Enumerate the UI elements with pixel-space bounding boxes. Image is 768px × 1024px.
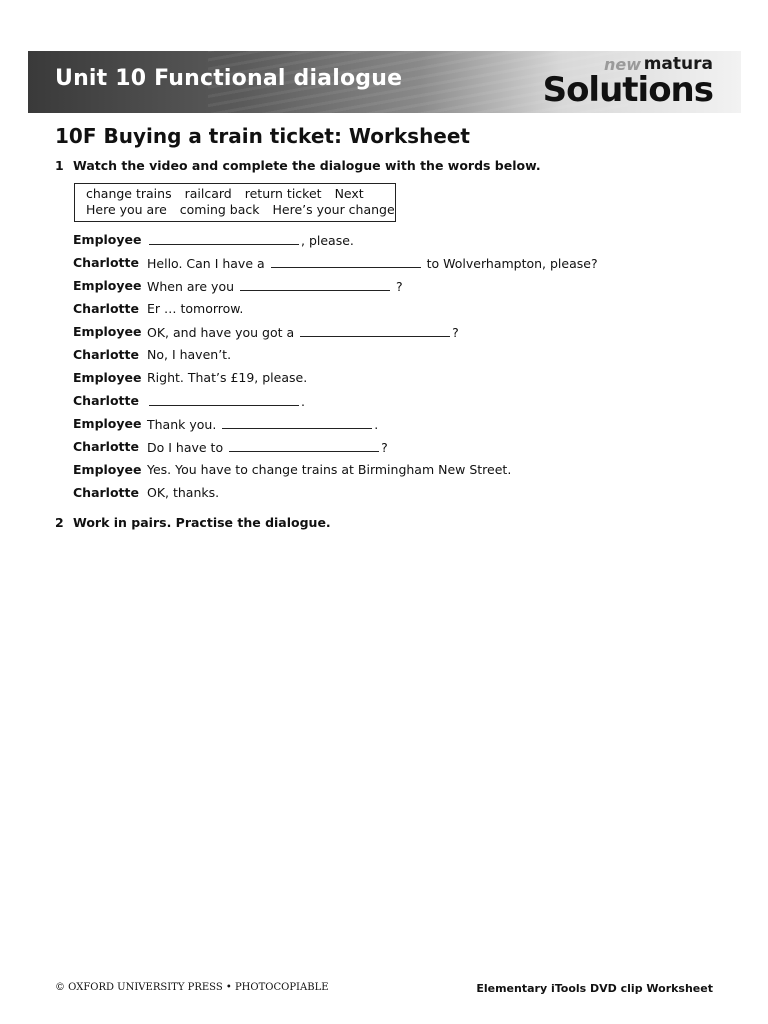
speaker-name: Charlotte <box>73 485 139 500</box>
dialogue-text: Hello. Can I have a to Wolverhampton, pl… <box>147 255 598 271</box>
text-after-blank: . <box>374 417 379 432</box>
text-after-blank: ? <box>381 440 388 455</box>
dialogue-text: , please. <box>147 232 354 248</box>
dialogue-text: Thank you. . <box>147 416 378 432</box>
word-box: change trains railcard return ticket Next H… <box>74 183 396 222</box>
task-2: 2 Work in pairs. Practise the dialogue. <box>55 515 331 530</box>
logo-new-text: new <box>603 55 641 74</box>
speaker-name: Charlotte <box>73 301 139 316</box>
word-item: Next <box>334 186 364 201</box>
text-before-blank: Thank you. <box>147 417 221 432</box>
text-before-blank: Hello. Can I have a <box>147 256 269 271</box>
banner-decoration <box>208 51 628 113</box>
speaker-name: Employee <box>73 278 142 293</box>
dialogue-text: Er … tomorrow. <box>147 301 244 316</box>
text-before-blank: Do I have to <box>147 440 228 455</box>
worksheet-title: 10F Buying a train ticket: Worksheet <box>55 124 470 148</box>
answer-blank[interactable] <box>149 232 299 245</box>
logo-solutions-text: Solutions <box>542 70 714 110</box>
word-item: railcard <box>184 186 232 201</box>
dialogue-text: . <box>147 393 305 409</box>
text-after-blank: . <box>301 394 305 409</box>
text-before-blank: When are you <box>147 279 238 294</box>
word-item: Here you are <box>86 202 167 217</box>
answer-blank[interactable] <box>229 439 380 452</box>
speaker-name: Charlotte <box>73 255 139 270</box>
dialogue-text: Yes. You have to change trains at Birmin… <box>147 462 512 477</box>
word-box-row-2: Here you are coming back Here’s your chang… <box>86 202 408 217</box>
word-item: Here’s your change <box>272 202 395 217</box>
speaker-name: Employee <box>73 232 142 247</box>
text-after-blank: , please. <box>301 233 354 248</box>
text-after-blank: to Wolverhampton, please? <box>422 256 598 271</box>
text-before-blank: OK, and have you got a <box>147 325 299 340</box>
dialogue-text: Do I have to ? <box>147 439 388 455</box>
dialogue-text: When are you ? <box>147 278 403 294</box>
task-1-number: 1 <box>55 158 64 173</box>
footer-copyright: © OXFORD UNIVERSITY PRESS • PHOTOCOPIABL… <box>55 982 329 993</box>
answer-blank[interactable] <box>240 278 390 291</box>
dialogue-text: No, I haven’t. <box>147 347 232 362</box>
answer-blank[interactable] <box>222 416 373 429</box>
text-after-blank: ? <box>452 325 459 340</box>
dialogue-text: OK, and have you got a ? <box>147 324 459 340</box>
header-banner: Unit 10 Functional dialogue new matura S… <box>28 51 741 113</box>
word-box-row-1: change trains railcard return ticket Next <box>86 186 377 201</box>
task-1: 1 Watch the video and complete the dialog… <box>55 158 541 173</box>
task-1-instruction: Watch the video and complete the dialogu… <box>73 158 541 173</box>
word-item: return ticket <box>244 186 322 201</box>
text-after-blank: ? <box>392 279 403 294</box>
speaker-name: Charlotte <box>73 439 139 454</box>
task-2-instruction: Work in pairs. Practise the dialogue. <box>73 515 331 530</box>
answer-blank[interactable] <box>270 255 421 268</box>
dialogue-text: Right. That’s £19, please. <box>147 370 308 385</box>
word-item: coming back <box>179 202 260 217</box>
word-item: change trains <box>86 186 172 201</box>
speaker-name: Charlotte <box>73 393 139 408</box>
task-2-number: 2 <box>55 515 64 530</box>
speaker-name: Employee <box>73 416 142 431</box>
speaker-name: Employee <box>73 370 142 385</box>
speaker-name: Employee <box>73 462 142 477</box>
logo-matura-text: matura <box>643 54 713 74</box>
footer-worksheet-name: Elementary iTools DVD clip Worksheet <box>476 982 713 995</box>
unit-title: Unit 10 Functional dialogue <box>55 66 403 91</box>
answer-blank[interactable] <box>149 393 299 406</box>
speaker-name: Employee <box>73 324 142 339</box>
answer-blank[interactable] <box>300 324 451 337</box>
speaker-name: Charlotte <box>73 347 139 362</box>
dialogue-text: OK, thanks. <box>147 485 220 500</box>
